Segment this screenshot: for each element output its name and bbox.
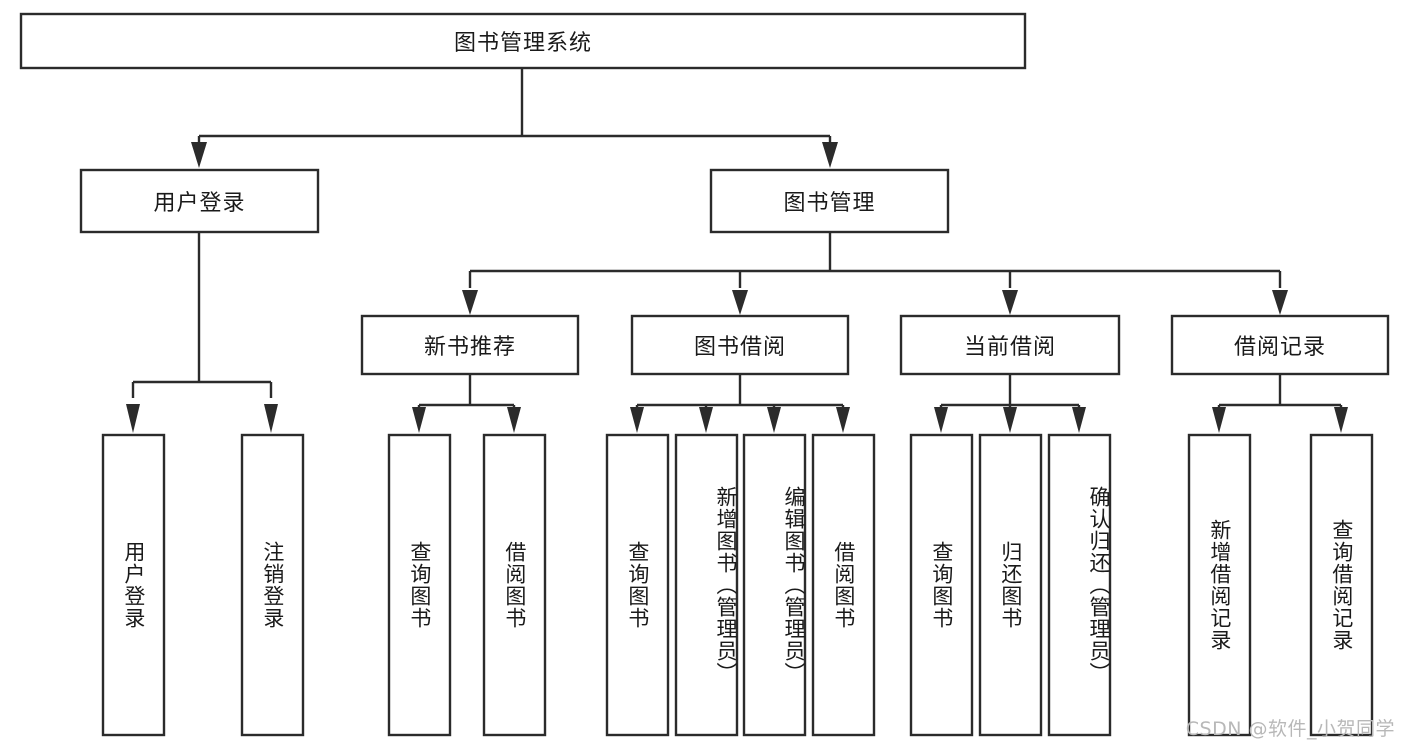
- arrow-bb-leaf-1: [630, 407, 644, 433]
- edge-group-root: [191, 69, 838, 168]
- arrow-bb-leaf-3: [767, 407, 781, 433]
- arrow-nbr-leaf-1: [412, 407, 426, 433]
- node-box-leaf-query-book-1[interactable]: [387, 433, 452, 737]
- edge-group-new-book-recommend: [412, 374, 521, 433]
- edge-group-book-borrow: [630, 374, 850, 433]
- arrow-bm-to-book-borrow: [732, 290, 748, 315]
- arrow-bm-to-borrow-record: [1272, 290, 1288, 315]
- node-box-leaf-edit-book[interactable]: [742, 433, 807, 737]
- node-box-new-book-recommend[interactable]: [360, 314, 580, 376]
- node-box-root[interactable]: [19, 12, 1027, 70]
- arrow-cb-leaf-3: [1072, 407, 1086, 433]
- arrow-bm-to-new-book: [462, 290, 478, 315]
- edge-group-book-manage: [462, 232, 1288, 315]
- arrow-cb-leaf-1: [934, 407, 948, 433]
- csdn-watermark: CSDN @软件_小贺同学: [1185, 718, 1395, 740]
- edge-group-user-login: [126, 232, 278, 433]
- node-box-book-manage[interactable]: [709, 168, 950, 234]
- arrow-root-to-book-manage: [822, 142, 838, 168]
- node-box-leaf-confirm-return[interactable]: [1047, 433, 1112, 737]
- node-box-leaf-user-logout[interactable]: [240, 433, 305, 737]
- node-box-leaf-add-record[interactable]: [1187, 433, 1252, 737]
- node-box-borrow-record[interactable]: [1170, 314, 1390, 376]
- node-box-leaf-query-record[interactable]: [1309, 433, 1374, 737]
- node-box-leaf-add-book[interactable]: [674, 433, 739, 737]
- arrow-bb-leaf-2: [699, 407, 713, 433]
- arrow-user-login-leaf-2: [264, 404, 278, 433]
- arrow-br-leaf-1: [1212, 407, 1226, 433]
- arrow-user-login-leaf-1: [126, 404, 140, 433]
- node-box-book-borrow[interactable]: [630, 314, 850, 376]
- edge-group-borrow-record: [1212, 374, 1348, 433]
- node-box-leaf-return-book[interactable]: [978, 433, 1043, 737]
- node-box-leaf-borrow-book-2[interactable]: [811, 433, 876, 737]
- node-box-leaf-query-book-3[interactable]: [909, 433, 974, 737]
- node-box-leaf-borrow-book-1[interactable]: [482, 433, 547, 737]
- node-box-current-borrow[interactable]: [899, 314, 1121, 376]
- arrow-nbr-leaf-2: [507, 407, 521, 433]
- node-box-user-login[interactable]: [79, 168, 320, 234]
- arrow-cb-leaf-2: [1003, 407, 1017, 433]
- node-box-leaf-query-book-2[interactable]: [605, 433, 670, 737]
- arrow-root-to-user-login: [191, 142, 207, 168]
- arrow-bb-leaf-4: [836, 407, 850, 433]
- node-box-leaf-user-login[interactable]: [101, 433, 166, 737]
- arrow-br-leaf-2: [1334, 407, 1348, 433]
- arrow-bm-to-current-borrow: [1002, 290, 1018, 315]
- edge-group-current-borrow: [934, 374, 1086, 433]
